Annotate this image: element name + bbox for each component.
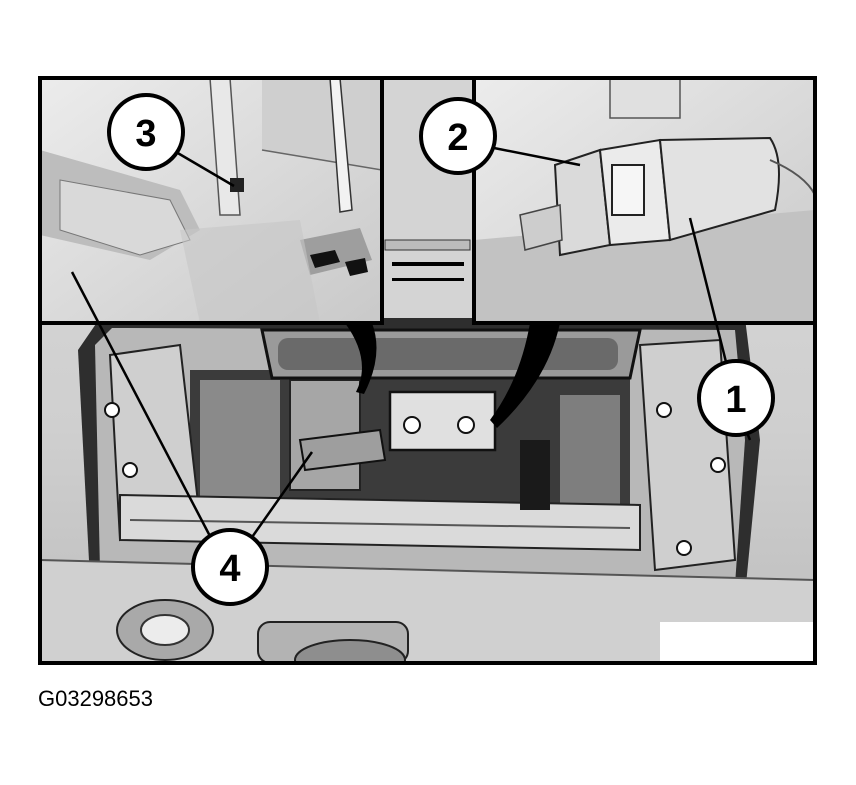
figure-frame (38, 76, 817, 665)
detail-inset-clip (38, 76, 384, 325)
callout-4: 4 (191, 528, 269, 606)
leader-1a (688, 217, 729, 367)
leader-3 (175, 150, 235, 188)
leader-2 (493, 146, 581, 167)
callout-3-label: 3 (135, 113, 156, 155)
leader-4a (70, 271, 214, 541)
callout-1-label: 1 (725, 379, 746, 421)
callout-1: 1 (697, 359, 775, 437)
callout-2: 2 (419, 97, 497, 175)
leader-4b (248, 451, 314, 541)
callout-3: 3 (107, 93, 185, 171)
detail-inset-connector (472, 76, 817, 325)
callout-2-label: 2 (447, 117, 468, 159)
callout-4-label: 4 (219, 548, 240, 590)
figure-id: G03298653 (38, 686, 153, 711)
leader-lines (70, 146, 752, 541)
